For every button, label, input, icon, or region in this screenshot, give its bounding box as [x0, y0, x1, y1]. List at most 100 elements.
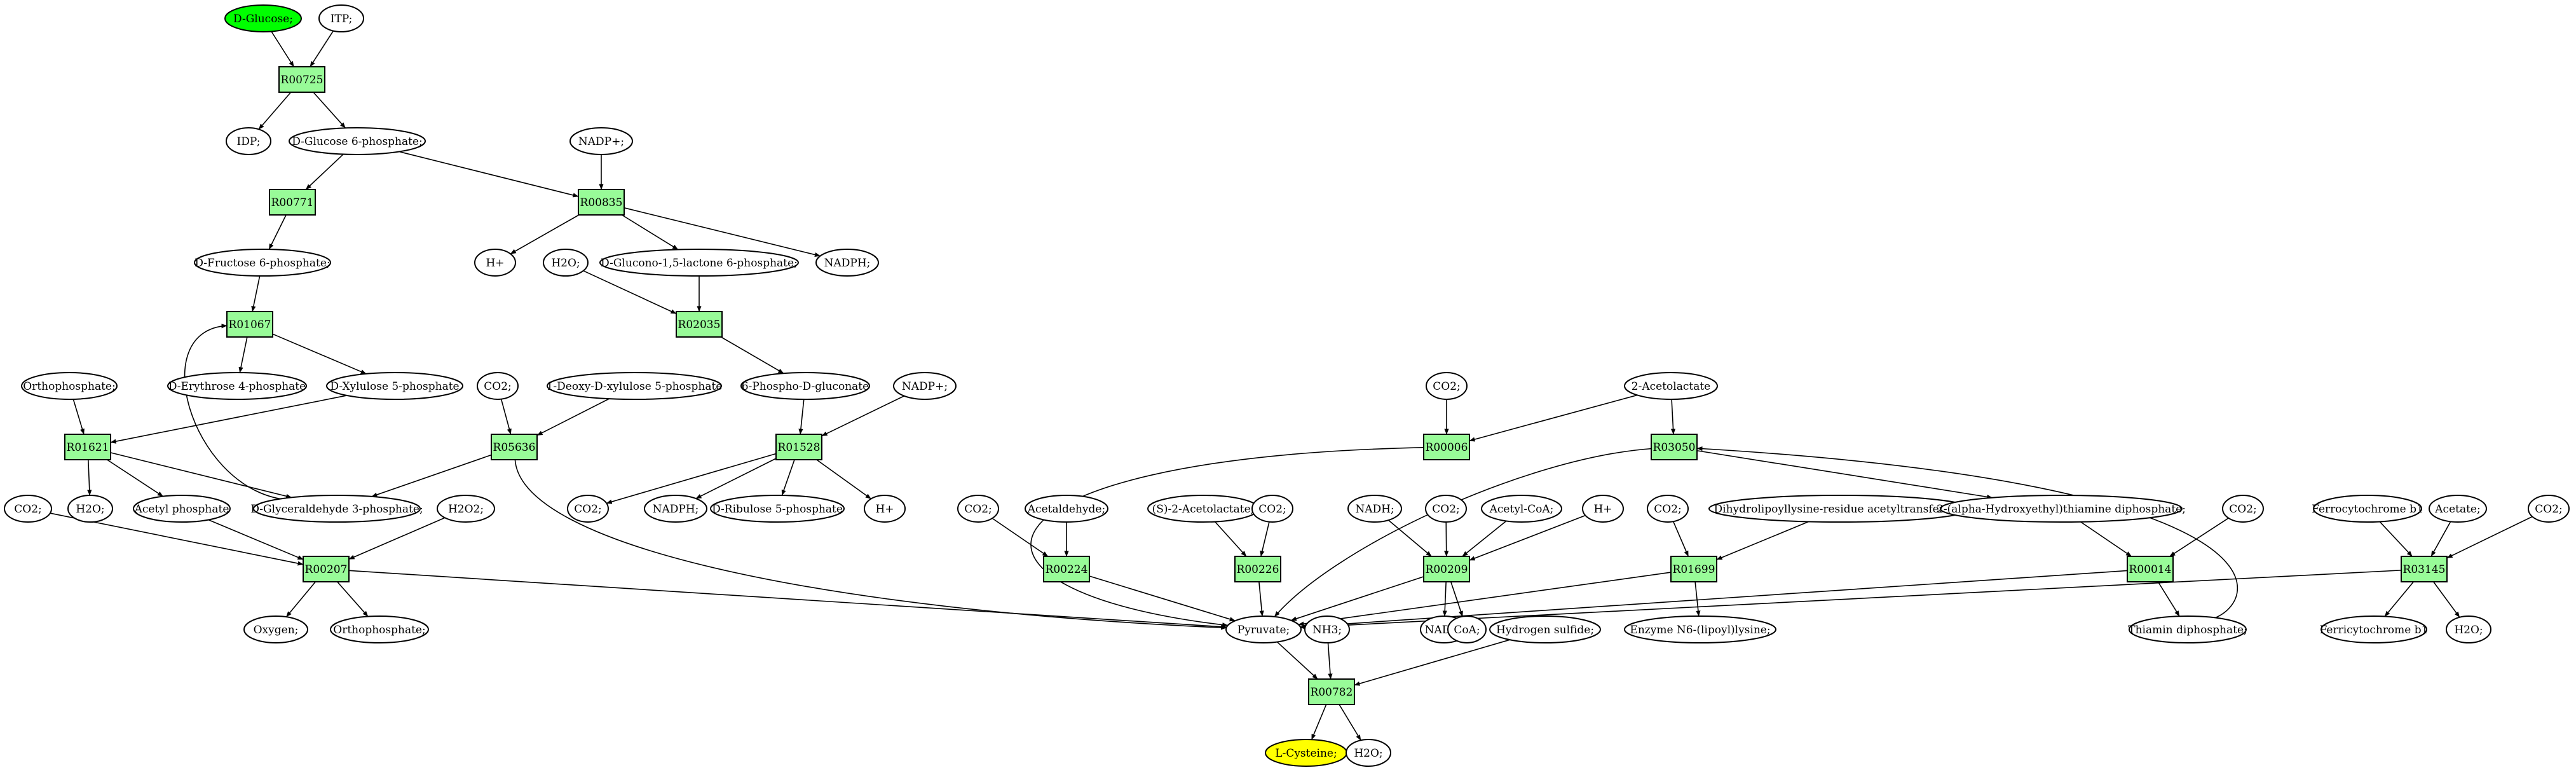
compound-node-c_g6p[interactable]: D-Glucose 6-phosphate; [289, 127, 426, 155]
compound-node-c_s2acetolactate[interactable]: (S)-2-Acetolactate; [1147, 495, 1259, 523]
compound-node-c_co2_7[interactable]: CO2; [1425, 495, 1467, 523]
node-label: CO2; [1432, 503, 1460, 516]
compound-node-c_nadp2[interactable]: NADP+; [893, 372, 957, 400]
compound-node-c_e4p[interactable]: D-Erythrose 4-phosphate [167, 372, 307, 400]
compound-node-c_hplus1[interactable]: H+ [474, 249, 516, 277]
edge-c_co2_6-to-r_R00226 [1260, 521, 1270, 557]
compound-node-c_co2_4[interactable]: CO2; [1426, 372, 1468, 400]
compound-node-c_ribulose[interactable]: D-Ribulose 5-phosphate [710, 495, 845, 523]
compound-ellipse [547, 372, 722, 400]
node-label: CO2; [2535, 503, 2563, 516]
reaction-node-r_R00014[interactable]: R00014 [2127, 556, 2174, 582]
compound-node-c_f6p[interactable]: D-Fructose 6-phosphate; [194, 249, 331, 277]
reaction-node-r_R00771[interactable]: R00771 [269, 189, 316, 216]
edge-c_pyruvate-to-r_R00782 [1276, 641, 1318, 680]
edge-c_gap-to-r_R01067 [184, 324, 281, 500]
compound-node-c_orthophosphate2[interactable]: Orthophosphate; [330, 615, 429, 643]
compound-node-c_oxygen[interactable]: Oxygen; [243, 615, 308, 643]
reaction-node-r_R00835[interactable]: R00835 [578, 189, 625, 216]
compound-ellipse [1624, 615, 1776, 643]
compound-node-c_acetate[interactable]: Acetate; [2429, 495, 2487, 523]
edge-r_R00782-to-c_lcysteine [1311, 704, 1327, 740]
compound-node-c_h2o2[interactable]: H2O2; [437, 495, 495, 523]
compound-node-c_h2o_4[interactable]: H2O; [1346, 739, 1391, 767]
edge-c_co2_1-to-r_R05636 [500, 399, 512, 435]
compound-node-c_ferrocytochrome[interactable]: Ferrocytochrome b1 [2312, 495, 2423, 523]
reaction-node-r_R05636[interactable]: R05636 [491, 434, 538, 460]
node-label: (S)-2-Acetolactate; [1152, 503, 1255, 516]
compound-node-c_nadh[interactable]: NADH; [1347, 495, 1402, 523]
reaction-node-r_R00782[interactable]: R00782 [1308, 678, 1355, 705]
compound-node-c_co2_6[interactable]: CO2; [1251, 495, 1293, 523]
reaction-node-r_R00725[interactable]: R00725 [278, 66, 325, 93]
compound-node-c_h2o_3[interactable]: H2O; [2446, 615, 2491, 643]
compound-ellipse [21, 372, 118, 400]
reaction-node-r_R03050[interactable]: R03050 [1651, 434, 1698, 460]
compound-node-c_co2_10[interactable]: CO2; [2528, 495, 2570, 523]
reaction-node-r_R03145[interactable]: R03145 [2401, 556, 2448, 582]
compound-node-c_nh3[interactable]: NH3; [1304, 615, 1350, 643]
compound-node-c_acetylphosphate[interactable]: Acetyl phosphate [133, 495, 231, 523]
compound-node-c_hplus2[interactable]: H+ [864, 495, 906, 523]
compound-node-c_gluconolactone[interactable]: D-Glucono-1,5-lactone 6-phosphate; [599, 249, 799, 277]
compound-ellipse [1940, 495, 2183, 523]
compound-node-c_gap[interactable]: D-Glyceraldehyde 3-phosphate; [250, 495, 423, 523]
compound-node-c_dx5p[interactable]: 1-Deoxy-D-xylulose 5-phosphate [547, 372, 723, 400]
compound-node-c_itp[interactable]: ITP; [318, 4, 364, 32]
compound-node-c_nadph2[interactable]: NADPH; [644, 495, 707, 523]
reaction-node-r_R01621[interactable]: R01621 [64, 434, 111, 460]
compound-node-c_nadp1[interactable]: NADP+; [569, 127, 633, 155]
compound-node-c_co2_3[interactable]: CO2; [4, 495, 52, 523]
edge-c_s2acetolactate-to-r_R00226 [1214, 521, 1247, 557]
compound-node-c_h2o_2[interactable]: H2O; [67, 495, 113, 523]
node-label: R00014 [2129, 563, 2172, 576]
compound-node-c_co2_5[interactable]: CO2; [957, 495, 999, 523]
node-label: Orthophosphate; [23, 380, 115, 393]
compound-ellipse [644, 495, 707, 523]
edge-r_R02035-to-c_6pg [721, 336, 784, 374]
reaction-node-r_R01528[interactable]: R01528 [775, 434, 822, 460]
compound-node-c_enzymeN6[interactable]: Enzyme N6-(lipoyl)lysine; [1624, 615, 1776, 643]
compound-node-c_acetylcoa[interactable]: Acetyl-CoA; [1481, 495, 1562, 523]
reaction-node-r_R00006[interactable]: R00006 [1423, 434, 1470, 460]
compound-node-c_h2s[interactable]: Hydrogen sulfide; [1489, 615, 1601, 643]
edge-r_R03145-to-c_h2o_3 [2433, 581, 2460, 618]
reaction-node-r_R00224[interactable]: R00224 [1043, 556, 1090, 582]
reaction-node-r_R00226[interactable]: R00226 [1234, 556, 1281, 582]
compound-node-c_nadph1[interactable]: NADPH; [815, 249, 879, 277]
compound-node-c_acetaldehyde[interactable]: Acetaldehyde; [1025, 495, 1108, 523]
compound-ellipse [2313, 495, 2422, 523]
reaction-node-r_R00207[interactable]: R00207 [303, 556, 350, 582]
reaction-node-r_R01699[interactable]: R01699 [1670, 556, 1717, 582]
compound-node-c_pyruvate[interactable]: Pyruvate; [1225, 615, 1302, 643]
compound-node-c_acetolactate[interactable]: 2-Acetolactate [1624, 372, 1718, 400]
reaction-node-r_R02035[interactable]: R02035 [676, 311, 723, 338]
compound-node-c_co2_8[interactable]: CO2; [1647, 495, 1689, 523]
reaction-node-r_R01067[interactable]: R01067 [226, 311, 273, 338]
compound-node-c_h2o_1[interactable]: H2O; [543, 249, 589, 277]
compound-node-c_idp[interactable]: IDP; [226, 127, 271, 155]
reaction-box [1234, 556, 1281, 582]
compound-node-c_thiamin[interactable]: Thiamin diphosphate; [2128, 615, 2247, 643]
compound-node-c_co2_2[interactable]: CO2; [567, 495, 609, 523]
compound-node-c_hplus3[interactable]: H+ [1582, 495, 1624, 523]
compound-node-c_dglucose[interactable]: D-Glucose; [224, 4, 302, 32]
compound-node-c_coa[interactable]: CoA; [1447, 615, 1487, 643]
compound-node-c_orthophosphate1[interactable]: Orthophosphate; [21, 372, 118, 400]
reaction-box [2127, 556, 2174, 582]
compound-node-c_6pg[interactable]: 6-Phospho-D-gluconate [740, 372, 870, 400]
edge-r_R00725-to-c_idp [258, 92, 292, 130]
node-label: CO2; [14, 503, 42, 516]
compound-node-c_ferricytochrome[interactable]: Ferricytochrome b1 [2320, 615, 2429, 643]
edge-r_R00209-to-c_pyruvate [1290, 576, 1424, 621]
reaction-node-r_R00209[interactable]: R00209 [1423, 556, 1470, 582]
compound-node-c_co2_1[interactable]: CO2; [477, 372, 519, 400]
node-label: D-Glucose 6-phosphate; [292, 135, 423, 148]
compound-node-c_co2_9[interactable]: CO2; [2222, 495, 2264, 523]
compound-node-c_hydroxyethylthiamine[interactable]: 2-(alpha-Hydroxyethyl)thiamine diphospha… [1937, 495, 2186, 523]
compound-node-c_dihydrolipoyl[interactable]: Dihydrolipoyllysine-residue acetyltransf… [1708, 495, 1972, 523]
compound-node-c_lcysteine[interactable]: L-Cysteine; [1265, 739, 1347, 767]
compound-ellipse [569, 127, 633, 155]
compound-node-c_x5p[interactable]: D-Xylulose 5-phosphate [326, 372, 463, 400]
